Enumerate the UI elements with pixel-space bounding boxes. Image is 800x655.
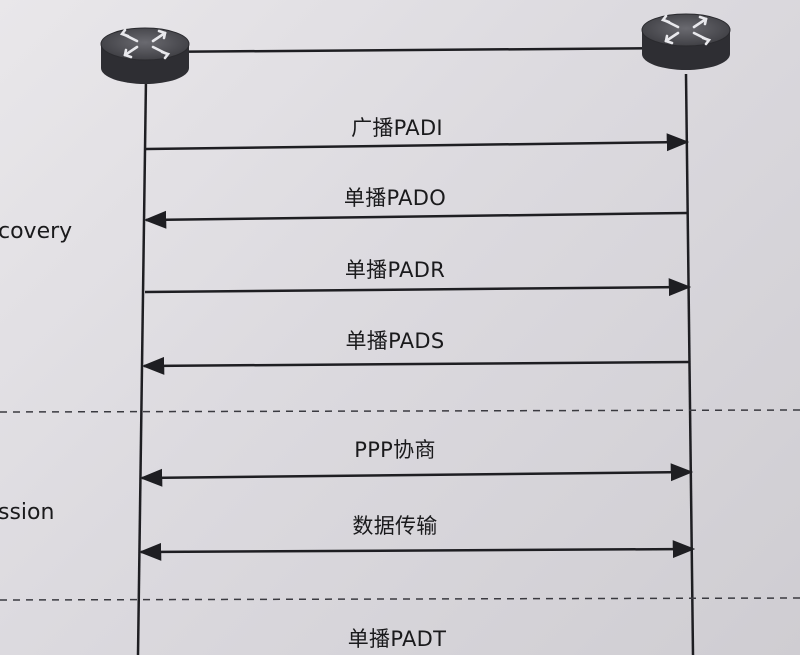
router-link-line (144, 46, 687, 54)
message-label-pads: 单播PADS (345, 329, 445, 353)
message-arrow-padi (145, 133, 690, 152)
router-icon (641, 13, 731, 70)
message-arrow-ppp (139, 463, 694, 487)
message-label-ppp: PPP协商 (354, 438, 436, 462)
phase-separator (0, 409, 800, 413)
phase-label-discovery: covery (0, 219, 73, 244)
phase-label-session: ssion (0, 500, 55, 525)
message-arrow-pads (141, 356, 690, 375)
message-label-pado: 单播PADO (343, 186, 447, 210)
message-arrow-padr (144, 278, 692, 297)
message-label-padr: 单播PADR (344, 258, 446, 282)
router-icon (100, 27, 190, 84)
message-label-padt: 单播PADT (347, 627, 447, 651)
message-label-data-transfer: 数据传输 (352, 514, 438, 538)
message-arrow-pado (143, 210, 688, 229)
message-arrow-data (138, 540, 696, 561)
message-label-padi: 广播PADI (351, 116, 443, 140)
phase-separator (0, 597, 800, 601)
right-lifeline (684, 73, 695, 655)
